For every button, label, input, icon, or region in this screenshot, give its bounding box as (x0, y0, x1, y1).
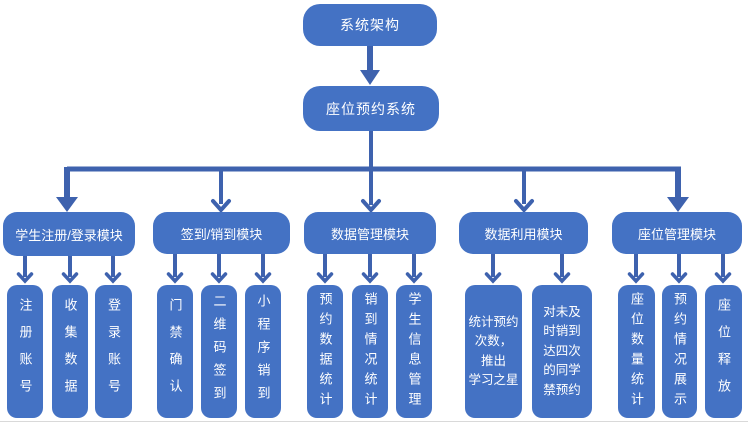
node-leaf-register-account: 注册账号 (7, 285, 43, 418)
node-leaf-label: 座位释放 (716, 297, 731, 406)
node-module-label: 学生注册/登录模块 (15, 227, 123, 243)
connector-bus-to-module-1 (56, 167, 78, 212)
node-leaf-seat-count-stats: 座位数量统计 (618, 285, 655, 418)
node-leaf-label: 注册账号 (17, 297, 33, 406)
node-leaf-label: 学生信息管理 (406, 291, 422, 412)
node-module-registration-login: 学生注册/登录模块 (3, 212, 135, 256)
node-module-data-management: 数据管理模块 (304, 212, 436, 254)
node-system: 座位预约系统 (303, 86, 439, 131)
node-leaf-access-confirm: 门禁确认 (157, 285, 193, 418)
node-leaf-label: 门禁确认 (167, 297, 183, 406)
node-leaf-reservation-ban: 对未及 时销到 达四次 的同学 禁预约 (532, 285, 592, 418)
connector-module-5-leaf-1 (627, 254, 645, 284)
node-leaf-label: 统计预约 次数， 推出 学习之星 (468, 314, 519, 387)
node-module-checkin-checkout: 签到/销到模块 (153, 212, 290, 254)
node-leaf-login-account: 登录账号 (95, 285, 132, 418)
connector-module-1-leaf-3 (104, 256, 122, 284)
node-system-label: 座位预约系统 (326, 100, 416, 117)
node-leaf-study-star: 统计预约 次数， 推出 学习之星 (465, 285, 522, 418)
node-module-label: 数据管理模块 (330, 226, 409, 242)
connector-module-2-leaf-3 (254, 254, 272, 284)
node-module-label: 签到/销到模块 (180, 226, 263, 242)
connector-module-4-leaf-2 (553, 254, 571, 284)
node-leaf-label: 二维码签到 (211, 294, 227, 409)
node-root-label: 系统架构 (340, 17, 400, 33)
connector-module-5-leaf-3 (714, 254, 732, 284)
node-leaf-label: 登录账号 (106, 297, 121, 406)
node-root: 系统架构 (303, 4, 437, 46)
node-leaf-label: 预约数据统计 (317, 291, 333, 412)
node-leaf-miniprogram-checkout: 小程序销到 (245, 285, 281, 418)
node-leaf-label: 对未及 时销到 达四次 的同学 禁预约 (543, 305, 581, 397)
connector-bus-to-module-2 (211, 167, 231, 214)
node-module-seat-management: 座位管理模块 (612, 212, 742, 254)
connector-module-2-leaf-2 (210, 254, 228, 284)
node-module-label: 数据利用模块 (484, 226, 563, 242)
node-leaf-label: 座位数量统计 (629, 291, 644, 412)
connector-module-2-leaf-1 (166, 254, 184, 284)
connector-module-1-leaf-1 (16, 256, 34, 284)
node-leaf-checkout-stats: 销到情况统计 (352, 285, 388, 418)
node-leaf-label: 销到情况统计 (362, 291, 378, 412)
connector-module-3-leaf-1 (316, 254, 334, 284)
node-module-data-utilization: 数据利用模块 (459, 212, 588, 254)
node-leaf-label: 小程序销到 (255, 294, 271, 409)
node-leaf-collect-data: 收集数据 (52, 285, 88, 418)
connector-bus-to-module-5 (667, 167, 689, 212)
node-leaf-reservation-display: 预约情况展示 (662, 285, 697, 418)
node-leaf-label: 收集数据 (62, 297, 78, 406)
node-leaf-seat-release: 座位释放 (705, 285, 742, 418)
connector-module-3-leaf-2 (361, 254, 379, 284)
node-leaf-label: 预约情况展示 (672, 291, 687, 412)
connector-module-1-leaf-2 (61, 256, 79, 284)
connector-module-3-leaf-3 (405, 254, 423, 284)
connector-module-5-leaf-2 (670, 254, 688, 284)
connector-bus-to-module-4 (514, 167, 534, 214)
connector-module-4-leaf-1 (484, 254, 502, 284)
node-leaf-reservation-stats: 预约数据统计 (307, 285, 343, 418)
node-leaf-student-info-management: 学生信息管理 (396, 285, 432, 418)
connector-root-to-system (360, 45, 380, 85)
node-leaf-qrcode-checkin: 二维码签到 (201, 285, 237, 418)
node-module-label: 座位管理模块 (637, 226, 716, 242)
